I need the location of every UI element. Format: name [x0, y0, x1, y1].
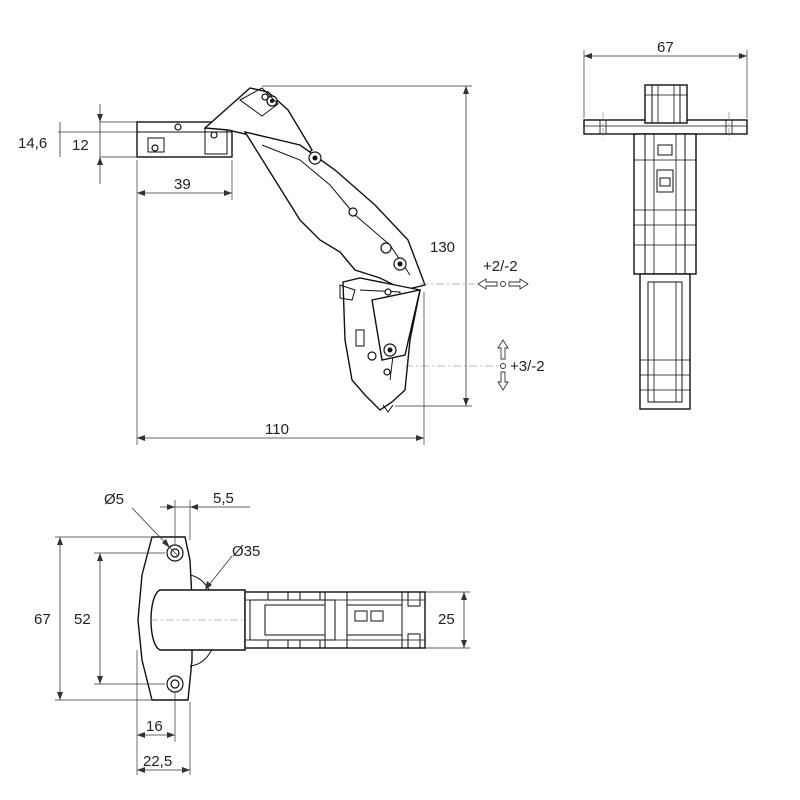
clip-tab: [339, 284, 356, 301]
adjust-label-lateral: +2/-2: [483, 258, 518, 275]
dim-label-hole-to-edge: 16: [146, 718, 163, 735]
front-clip: [656, 169, 674, 193]
arm-notch: [267, 639, 289, 649]
arrow: [162, 539, 170, 548]
dim-label-hole-spacing: 52: [74, 611, 91, 628]
arrow-right-icon: [508, 278, 529, 290]
dim-label-plate-depth: 22,5: [143, 753, 172, 770]
pivot-4: [380, 242, 392, 254]
front-body: [633, 133, 697, 275]
arrow: [584, 53, 592, 59]
arrow: [463, 398, 469, 406]
arm-notch: [299, 591, 321, 601]
pivot-9: [384, 288, 392, 296]
arm-window: [370, 610, 384, 622]
pivot-1b: [261, 93, 269, 101]
adjust-center-icon: [500, 363, 506, 369]
side-view: 14,6 12 39 110 130 +2/-2: [18, 85, 545, 445]
adjust-label-vertical: +3/-2: [510, 358, 545, 375]
front-view: 67: [583, 39, 748, 410]
pivot-5-center: [397, 261, 403, 267]
cup-tip: [382, 404, 394, 413]
arrow: [97, 553, 103, 561]
pivot-8: [383, 368, 391, 376]
front-clip-inner: [659, 177, 671, 187]
arrow: [167, 732, 175, 738]
front-top-block: [644, 84, 688, 124]
dim-label-hole-diameter: Ø5: [104, 491, 124, 508]
main-arm-edge: [261, 144, 411, 276]
dim-label-overall-height: 130: [430, 239, 455, 256]
cup-link: [371, 289, 421, 361]
arrow: [205, 581, 212, 590]
plate-hole-side: [151, 144, 159, 152]
front-detail: [657, 144, 673, 156]
lateral-adjust-symbol: +2/-2: [477, 258, 529, 290]
dim-label-height-total: 14,6: [18, 135, 47, 152]
dim-label-arm-width: 25: [438, 611, 455, 628]
arm-window: [354, 610, 368, 622]
arrow: [97, 114, 103, 122]
pivot-2-center: [312, 155, 318, 161]
dim-label-hole-offset: 5,5: [213, 490, 234, 507]
arrow-up-icon: [497, 339, 509, 360]
plate-detail: [147, 137, 165, 153]
cup-tab-1: [355, 329, 365, 347]
arm-end-tab: [407, 633, 421, 649]
dim-label-height-plate: 12: [72, 137, 89, 154]
front-top-inner: [651, 84, 681, 124]
arrow: [97, 157, 103, 165]
arrow: [137, 732, 145, 738]
dim-label-plate-height: 67: [34, 611, 51, 628]
arrow-left-icon: [477, 278, 498, 290]
plate-screw-side: [174, 123, 182, 131]
arm-notch: [267, 591, 289, 601]
dim-label-width-plate: 39: [174, 176, 191, 193]
pivot-1-center: [270, 99, 274, 103]
adjust-center-icon: [500, 281, 506, 287]
arrow: [137, 767, 145, 773]
arrow: [137, 190, 145, 196]
arrow: [416, 435, 424, 441]
dim-label-overall-length: 110: [265, 421, 289, 438]
arm-notch: [299, 639, 321, 649]
arrow: [57, 692, 63, 700]
arrow: [739, 53, 747, 59]
arrow: [461, 640, 467, 648]
vertical-adjust-symbol: +3/-2: [497, 339, 545, 391]
plate-clip-hole: [210, 131, 218, 139]
arrow: [224, 190, 232, 196]
pivot-7: [367, 351, 377, 361]
mount-hole-bottom-inner: [170, 679, 180, 689]
leader-hole: [131, 507, 179, 557]
arrow-down-icon: [497, 371, 509, 391]
arrow: [167, 504, 175, 510]
arrow: [182, 767, 190, 773]
arrow: [461, 592, 467, 600]
front-lower-inner: [647, 281, 683, 403]
dim-label-front-width: 67: [657, 39, 674, 56]
arrow: [137, 435, 145, 441]
arrow: [190, 504, 198, 510]
arrow: [463, 86, 469, 94]
pivot-6-center: [387, 347, 393, 353]
link-plate: [239, 87, 279, 117]
arrow: [57, 537, 63, 545]
pivot-3: [348, 207, 358, 217]
dim-label-cup-diameter: Ø35: [232, 543, 260, 560]
arm-end-tab: [407, 591, 421, 607]
arrow: [97, 676, 103, 684]
top-view: Ø5 5,5 Ø35 67 52 25: [34, 490, 470, 775]
